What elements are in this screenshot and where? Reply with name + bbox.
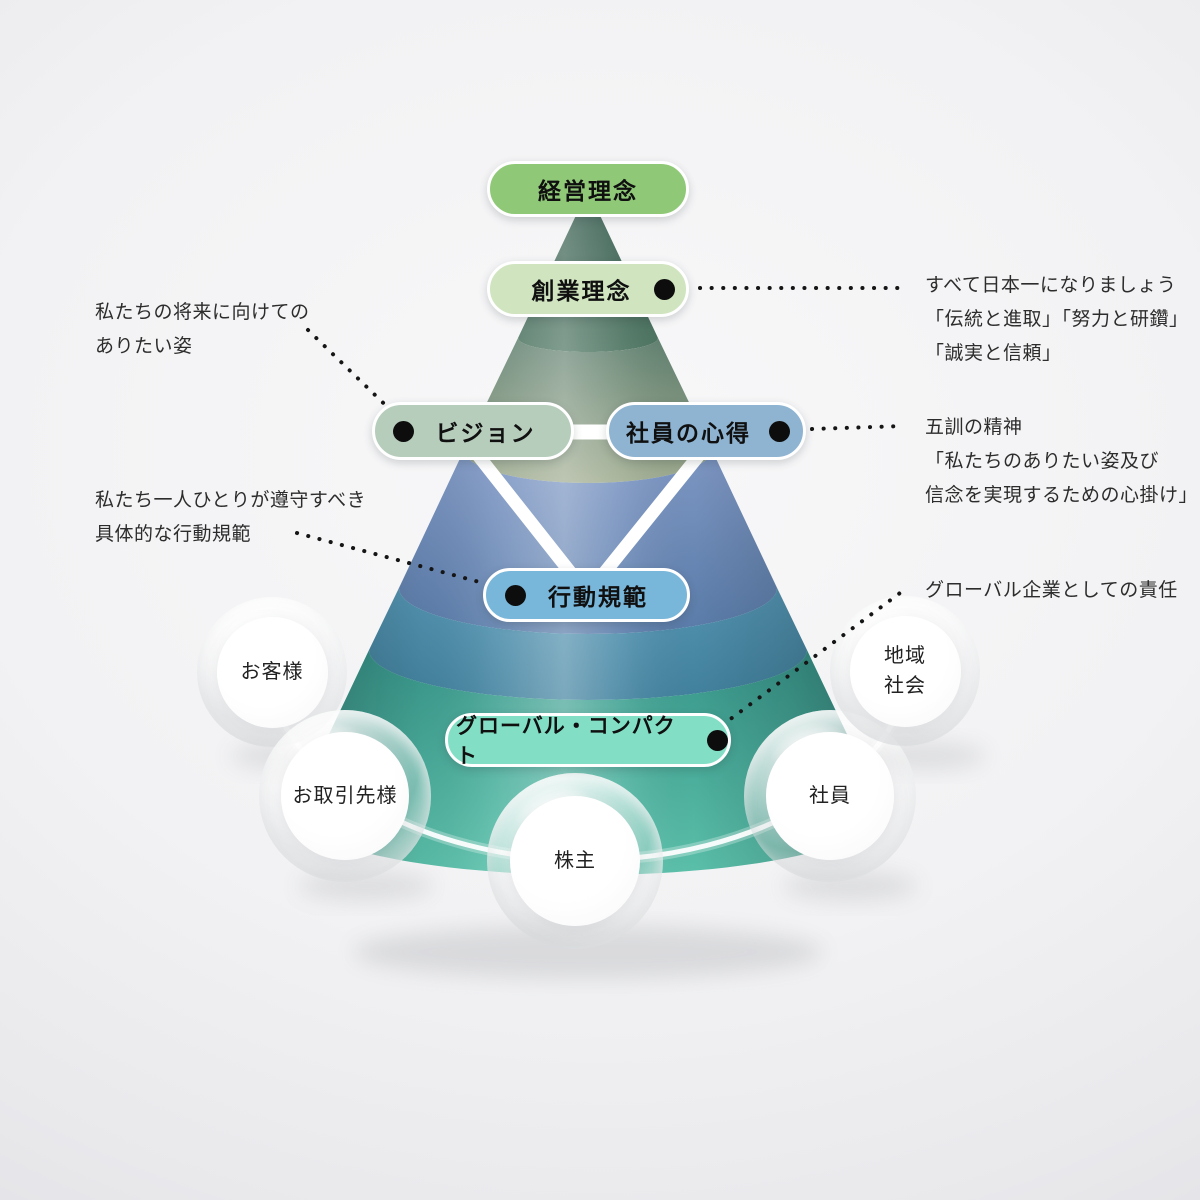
- pill-label: 社員の心得: [626, 420, 751, 446]
- annotation-line: 五訓の精神: [925, 417, 1023, 438]
- pill-label: ビジョン: [435, 420, 536, 446]
- annotation-line: 「私たちのありたい姿及び: [925, 451, 1160, 472]
- sphere-inner: 株主: [509, 795, 641, 927]
- pill-label: 経営理念: [538, 178, 638, 204]
- annotation-line: 私たちの将来に向けての: [95, 302, 310, 323]
- pill-label: グローバル・コンパクト: [456, 715, 676, 768]
- sphere-inner: お取引先様: [281, 732, 409, 860]
- annotation-global-compact: グローバル企業としての責任: [925, 574, 1178, 608]
- connector-kokoroe-kodo: [590, 442, 711, 589]
- sphere-label: お取引先様: [292, 785, 398, 807]
- annotation-line: 「伝統と進取」「努力と研鑽」: [925, 309, 1189, 330]
- annotation-code-of-conduct: 私たち一人ひとりが遵守すべき 具体的な行動規範: [95, 484, 366, 552]
- dotted-connector-global: [711, 591, 902, 734]
- annotation-employee-mindset: 五訓の精神 「私たちのありたい姿及び 信念を実現するための心掛け」: [925, 411, 1198, 513]
- connector-dot: [653, 278, 675, 300]
- pill-label: 行動規範: [548, 584, 648, 610]
- connector-dot: [505, 584, 526, 606]
- pill-vision: ビジョン: [372, 402, 574, 460]
- sphere-inner: お客様: [216, 616, 328, 728]
- pill-founding-philosophy: 創業理念: [487, 261, 689, 317]
- dotted-connector-kokoroe: [810, 424, 905, 431]
- pill-employee-mindset: 社員の心得: [606, 402, 806, 460]
- sphere-label: 地域: [884, 645, 926, 667]
- connector-dot: [707, 729, 728, 751]
- sphere-inner: 地域 社会: [849, 615, 961, 727]
- sphere-community: 地域 社会: [830, 596, 980, 746]
- annotation-vision: 私たちの将来に向けての ありたい姿: [95, 296, 310, 364]
- annotation-line: ありたい姿: [95, 336, 193, 357]
- connector-dot: [769, 420, 790, 442]
- sphere-label: 株主: [554, 850, 596, 872]
- sphere-label: 社会: [884, 675, 926, 697]
- dotted-connector-kodo: [295, 531, 515, 593]
- annotation-founding-philosophy: すべて日本一になりましょう 「伝統と進取」「努力と研鑽」 「誠実と信頼」: [925, 269, 1189, 371]
- cone-shadow: [353, 925, 823, 979]
- sphere-inner: 社員: [766, 732, 894, 860]
- pill-global-compact: グローバル・コンパクト: [445, 713, 731, 768]
- connector-dot: [392, 420, 414, 442]
- sphere-label: お客様: [240, 661, 304, 683]
- connector-vision-kodo: [466, 442, 585, 589]
- annotation-line: グローバル企業としての責任: [925, 580, 1178, 601]
- annotation-line: 「誠実と信頼」: [925, 343, 1062, 364]
- annotation-line: すべて日本一になりましょう: [925, 275, 1177, 296]
- annotation-line: 具体的な行動規範: [95, 524, 252, 545]
- pill-label: 創業理念: [531, 278, 632, 304]
- sphere-partners: お取引先様: [259, 710, 431, 882]
- sphere-label: 社員: [809, 785, 851, 807]
- pill-management-philosophy: 経営理念: [487, 161, 689, 217]
- pill-code-of-conduct: 行動規範: [483, 568, 690, 622]
- annotation-line: 信念を実現するための心掛け」: [925, 485, 1199, 506]
- annotation-line: 私たち一人ひとりが遵守すべき: [95, 490, 367, 511]
- sphere-shareholders: 株主: [487, 773, 663, 949]
- cone-shading: [293, 190, 883, 875]
